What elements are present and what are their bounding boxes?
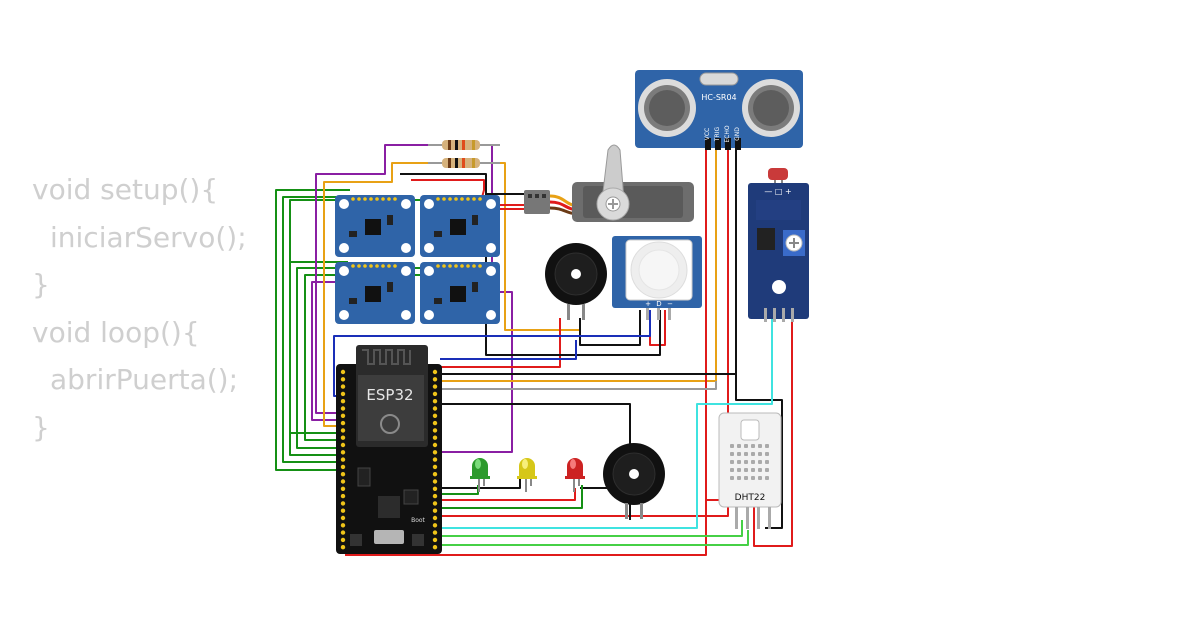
dht-label: DHT22 [735,493,766,503]
buzzer [545,243,607,320]
wire-black [579,310,641,346]
esp32-boot-label: Boot [411,517,425,524]
wire-lime [440,530,749,546]
code-line: void setup(){ [32,173,219,206]
wire-red [500,200,526,206]
ultrasonic-pin-label: ECHO [724,125,731,142]
esp32-board: ESP32 Boot [336,345,442,554]
wire-orange [323,162,432,427]
wire-red [440,318,561,368]
mpu-modules [335,195,500,324]
ultrasonic-pin [735,138,741,150]
wire-black [400,173,661,356]
ultrasonic-label: HC-SR04 [701,93,736,102]
wire-green [275,189,350,471]
mpu6050-module [335,195,415,257]
wire-red [345,150,707,556]
wire-gray [440,381,717,390]
code-line: } [32,410,50,444]
wire-cyan [440,318,773,529]
wire-lime [440,520,743,537]
led-yellow [517,458,537,492]
wires [275,144,793,556]
ultrasonic-pin-label: TRIG [714,127,721,143]
code-line: abrirPuerta(); [50,363,239,396]
wire-green [440,485,583,509]
code-overlay: void setup(){ iniciarServo();} void loop()… [32,166,247,451]
wire-green [282,196,372,463]
led-green [470,458,490,492]
wire-green [440,485,479,495]
pir-pin-label: D [656,300,661,308]
wire-orange [500,162,580,331]
buzzer [603,443,665,519]
code-line: } [32,268,50,301]
wire-blue [440,340,577,360]
leds [470,458,585,492]
led-red [565,458,585,492]
esp32-label: ESP32 [366,386,413,404]
pir-sensor: + D − [612,236,702,320]
resistor [428,158,500,168]
ultrasonic-pin [705,138,711,150]
mpu6050-module [420,195,500,257]
wire-black [440,475,521,489]
dht22-sensor: DHT22 [718,412,782,529]
ultrasonic-pin [725,138,731,150]
wire-black [735,374,783,529]
wire-purple [315,144,432,414]
wire-red [705,318,793,547]
ultrasonic-pin-label: GND [734,127,741,141]
pir-pin-label: + [645,300,651,308]
photoresistor-module: — □ + [748,168,809,322]
pir-pin-label: − [667,300,673,308]
ultrasonic-pin-label: VCC [704,128,711,140]
svg-text:— □ +: — □ + [764,187,791,196]
wire-red [440,150,729,517]
mpu6050-module [335,262,415,324]
code-line: void loop(){ [32,315,200,349]
mpu6050-module [420,262,500,324]
wire-black [440,403,631,520]
ultrasonic-pin [715,138,721,150]
resistor [428,140,500,150]
code-line: iniciarServo(); [50,220,247,254]
servo-motor [524,144,694,222]
